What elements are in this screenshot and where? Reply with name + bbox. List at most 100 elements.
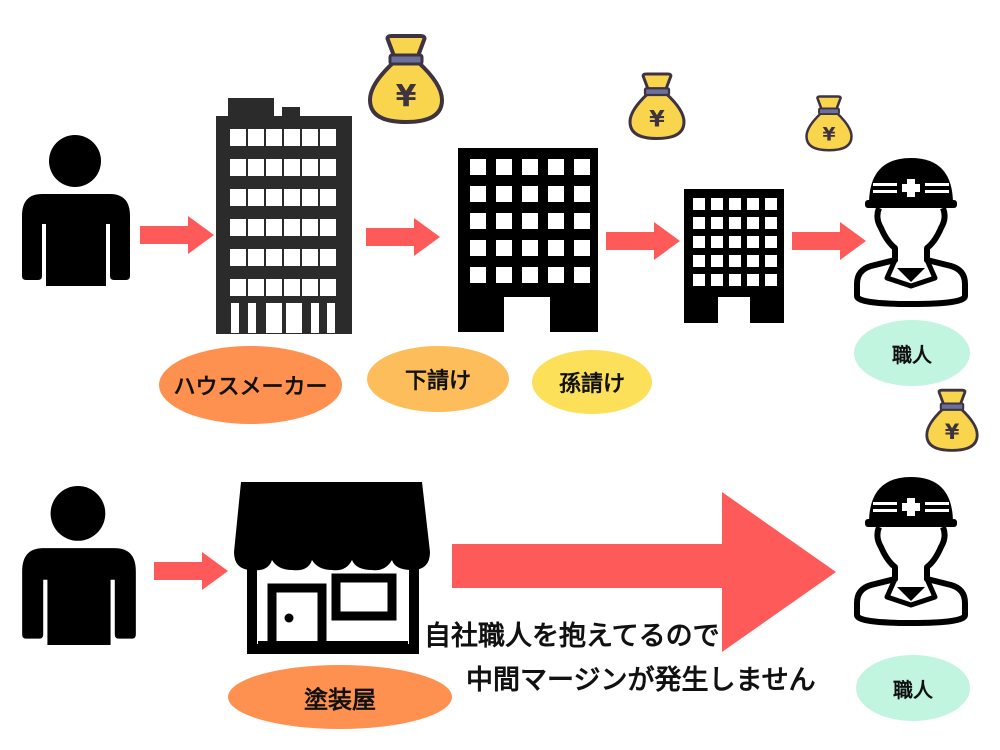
flow-arrow [792, 222, 866, 260]
window [496, 267, 512, 283]
subcontractor-label-text: 下請け [404, 369, 471, 394]
window [711, 274, 723, 286]
window [496, 186, 512, 202]
window [729, 236, 741, 248]
window [320, 189, 336, 206]
window [230, 159, 246, 176]
window [747, 255, 759, 267]
window [284, 129, 300, 146]
window [574, 186, 590, 202]
craftsman-label: 職人 [854, 320, 970, 386]
window [230, 219, 246, 236]
window [711, 217, 723, 229]
window [747, 217, 759, 229]
window [747, 198, 759, 210]
painter-label-text: 塗装屋 [304, 685, 376, 714]
window [574, 213, 590, 229]
helmet-worker-icon [854, 158, 968, 307]
window [693, 217, 705, 229]
subcontractor-label: 下請け [367, 346, 509, 412]
window [693, 255, 705, 267]
window [230, 189, 246, 206]
window [320, 219, 336, 236]
window [284, 249, 300, 266]
yen-money-bag-icon: ¥ [628, 72, 686, 140]
yen-symbol: ¥ [822, 124, 835, 145]
window [284, 189, 300, 206]
window [248, 159, 264, 176]
window [230, 129, 246, 146]
direct-flow-arrow [452, 492, 836, 652]
window [302, 219, 318, 236]
window [302, 189, 318, 206]
window [522, 213, 538, 229]
window [496, 213, 512, 229]
window [284, 219, 300, 236]
office-building-icon [458, 148, 598, 332]
flow-arrow [140, 216, 214, 254]
window [765, 236, 777, 248]
housemaker-label: ハウスメーカー [159, 346, 342, 424]
window [496, 240, 512, 256]
window [470, 159, 486, 175]
flow-arrow [366, 218, 440, 256]
window [320, 159, 336, 176]
tall-office-building-icon [216, 98, 352, 334]
window [729, 255, 741, 267]
window [230, 279, 246, 296]
window [248, 219, 264, 236]
window [574, 267, 590, 283]
window [470, 213, 486, 229]
window [470, 240, 486, 256]
small-office-building-icon [684, 189, 784, 323]
window [496, 159, 512, 175]
painter-label: 塗装屋 [228, 665, 452, 729]
yen-symbol: ¥ [649, 107, 665, 133]
window [320, 279, 336, 296]
window [693, 236, 705, 248]
window [302, 249, 318, 266]
note-line-1: 自社職人を抱えてるので [424, 621, 720, 652]
window [284, 159, 300, 176]
window [266, 249, 282, 266]
window [548, 213, 564, 229]
window [747, 236, 759, 248]
window [548, 186, 564, 202]
window [711, 255, 723, 267]
window [470, 186, 486, 202]
window [729, 217, 741, 229]
window [548, 159, 564, 175]
housemaker-label-text: ハウスメーカー [173, 375, 328, 400]
window [302, 159, 318, 176]
window [693, 274, 705, 286]
window [266, 159, 282, 176]
window [248, 279, 264, 296]
window [729, 198, 741, 210]
craftsman-label-bottom: 職人 [856, 655, 970, 721]
window [747, 274, 759, 286]
window [266, 279, 282, 296]
window [548, 240, 564, 256]
flow-arrow [606, 222, 680, 260]
window [711, 236, 723, 248]
window [522, 240, 538, 256]
yen-symbol: ¥ [396, 79, 417, 114]
window [248, 129, 264, 146]
yen-money-bag-icon: ¥ [368, 34, 444, 124]
window [284, 279, 300, 296]
craftsman-label-text: 職人 [892, 342, 932, 367]
window [248, 249, 264, 266]
flow-arrow [154, 552, 228, 590]
sub-subcontractor-label: 孫請け [532, 350, 652, 414]
sub-subcontractor-label-text: 孫請け [558, 372, 625, 397]
person-icon [22, 486, 136, 645]
yen-money-bag-icon: ¥ [925, 388, 979, 452]
helmet-worker-icon [854, 477, 968, 626]
window [470, 267, 486, 283]
window [522, 159, 538, 175]
window [729, 274, 741, 286]
window [266, 189, 282, 206]
window [302, 279, 318, 296]
window [765, 217, 777, 229]
window [230, 249, 246, 266]
